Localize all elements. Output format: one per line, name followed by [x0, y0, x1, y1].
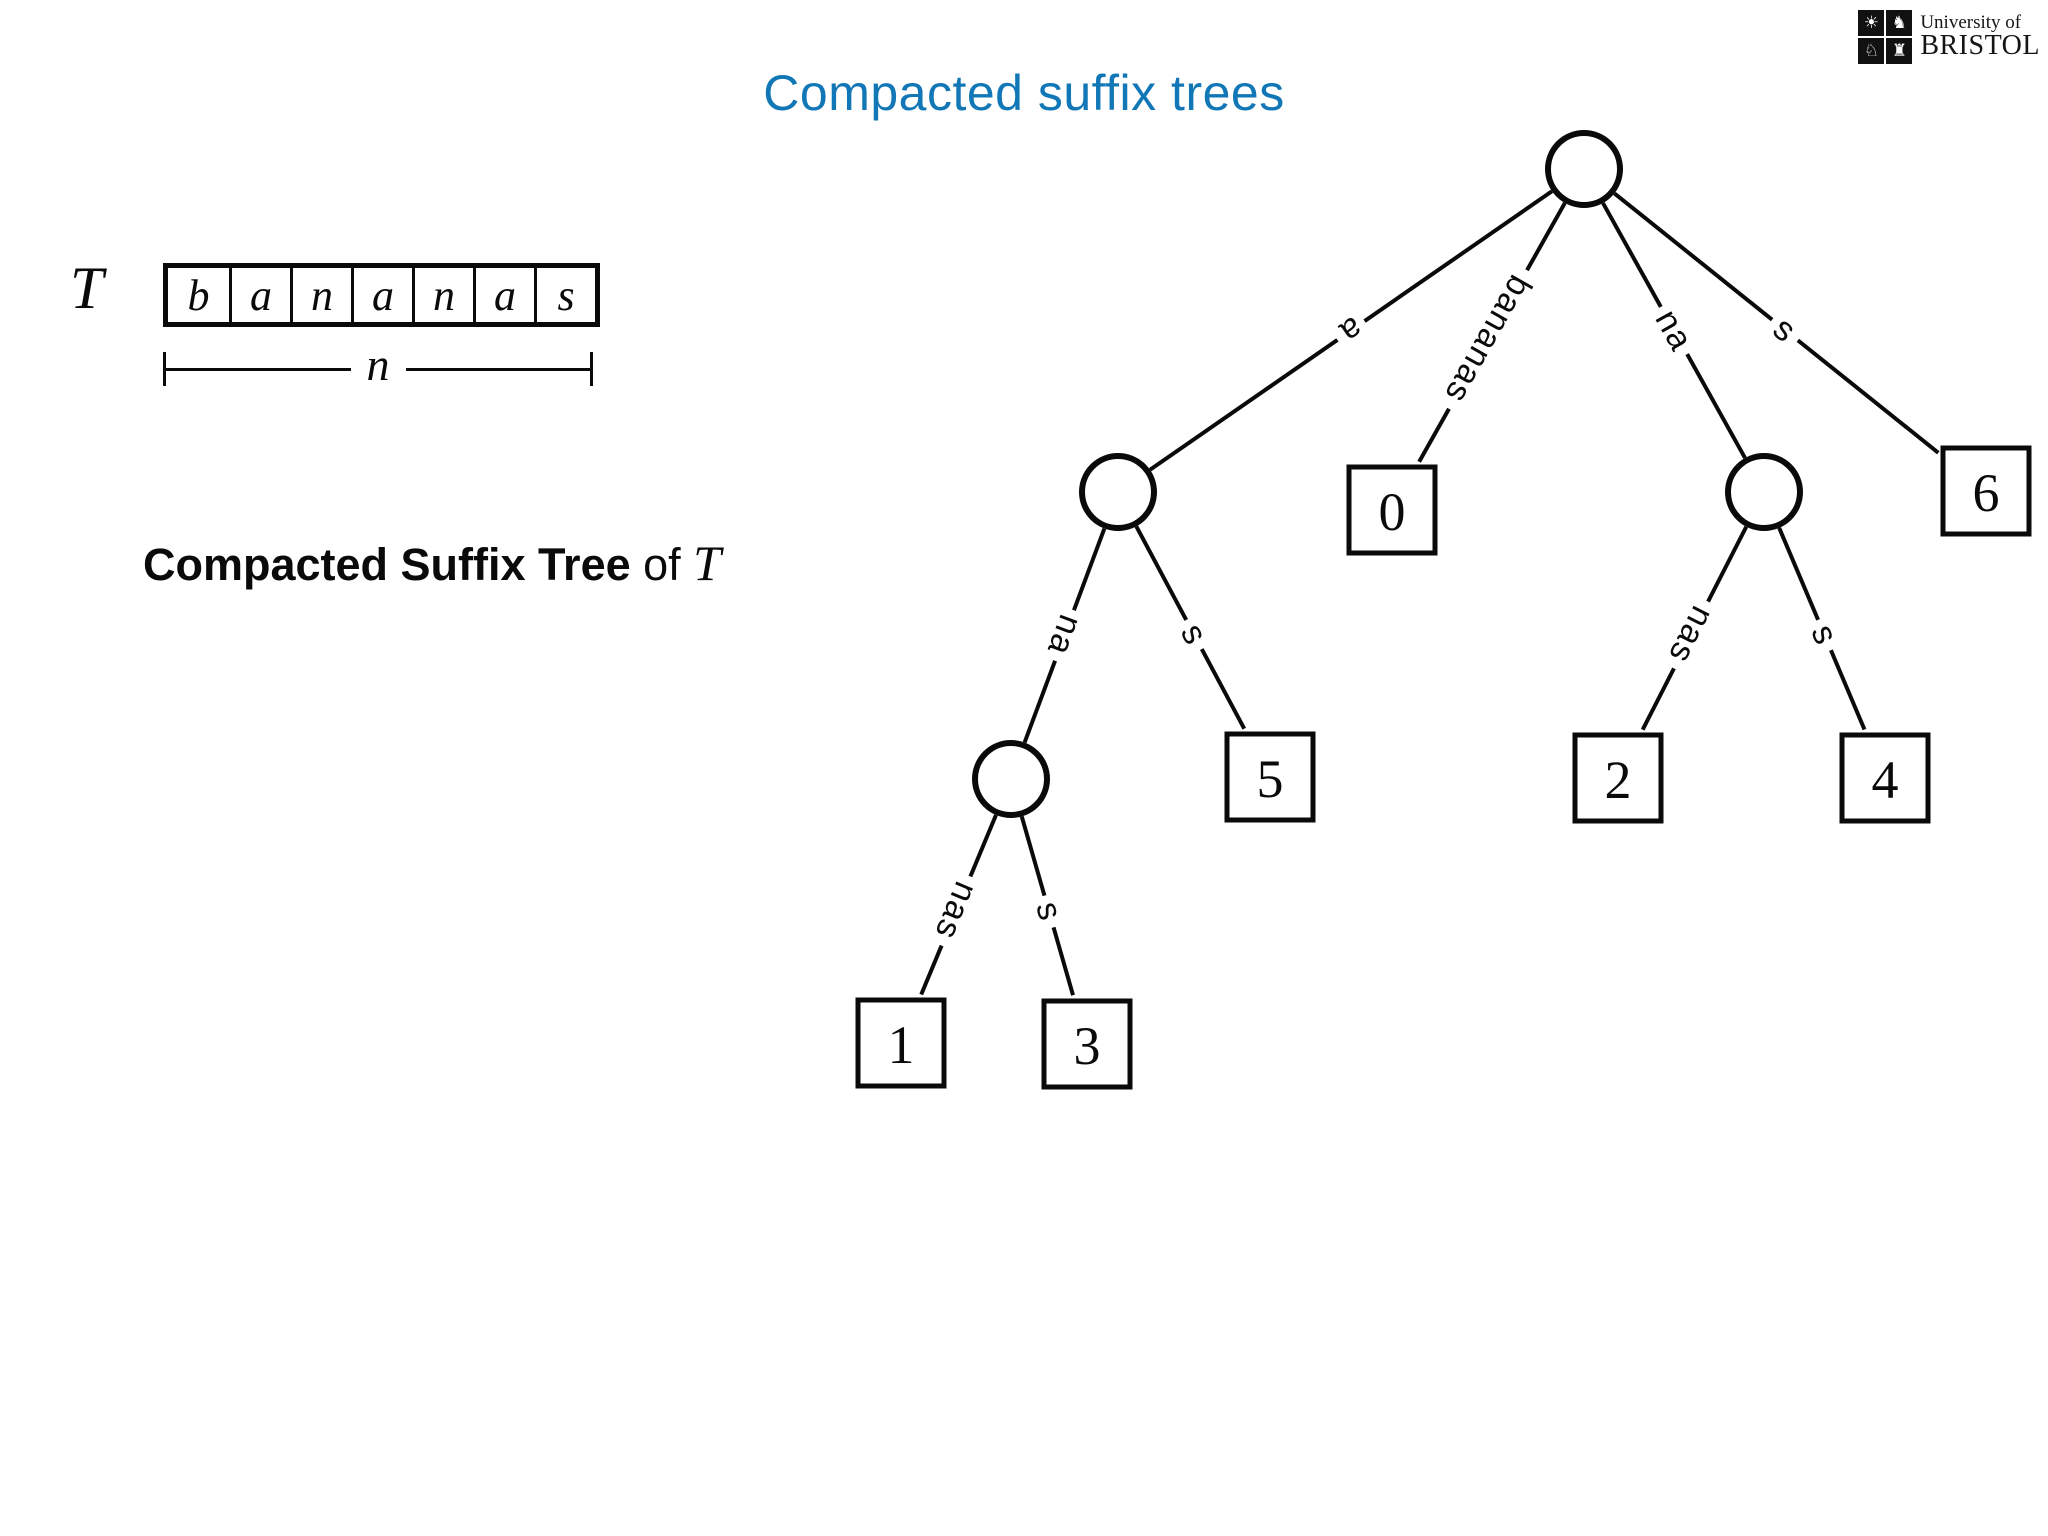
caption-bold: Compacted Suffix Tree — [143, 539, 631, 590]
edge-label-mask — [1036, 603, 1093, 668]
edge-label-group-nas: nas — [923, 868, 989, 954]
edge-label-group-na: na — [1643, 297, 1705, 364]
tree-leaf-node-1 — [855, 997, 947, 1089]
edge-label-bananas: bananas — [1437, 269, 1539, 410]
edge-label-mask — [1643, 297, 1705, 364]
crest-quadrant-icon: ♞ — [1886, 10, 1913, 36]
edge-label-mask — [1326, 304, 1376, 357]
crest-quadrant-icon: ☀ — [1858, 10, 1885, 36]
edge-label-group-s: s — [1168, 610, 1220, 659]
logo-line1: University of — [1920, 12, 2022, 34]
bracket-right-line — [405, 367, 590, 371]
string-cell-0: b — [187, 270, 210, 320]
crest-quadrant-icon: ♜ — [1886, 38, 1913, 64]
leaf-number-0: 0 — [1379, 482, 1406, 542]
leaf-number-2: 2 — [1605, 750, 1632, 810]
tree-leaf-node-6 — [1940, 445, 2032, 537]
edge-label-group-s: s — [1025, 890, 1073, 933]
length-label: n — [366, 338, 390, 390]
edge-label-group-na: na — [1036, 603, 1093, 668]
edge-label-mask — [1759, 304, 1811, 356]
tree-internal-node-ana — [972, 740, 1050, 818]
string-cell-5: a — [473, 268, 534, 322]
edge-label-group-a: a — [1326, 304, 1376, 357]
university-logo-text: University of BRISTOL — [1920, 13, 2040, 61]
edge-label-group-s: s — [1759, 304, 1811, 356]
string-cell-1: a — [229, 268, 290, 322]
bracket-left-line — [166, 367, 351, 371]
edge-label-mask — [923, 868, 989, 954]
tree-internal-node-a — [1079, 453, 1157, 531]
edge-label-mask — [1025, 890, 1073, 933]
page-title: Compacted suffix trees — [763, 65, 1285, 121]
leaf-number-4: 4 — [1872, 750, 1899, 810]
string-cell-2: n — [290, 268, 351, 322]
leaf-number-5: 5 — [1257, 749, 1284, 809]
string-variable-label: T — [70, 255, 104, 321]
string-cell-4: n — [412, 268, 473, 322]
university-of-bristol-logo: ☀♞♘♜ University of BRISTOL — [1858, 10, 2040, 64]
edge-label-mask — [1168, 610, 1220, 659]
string-cell-3: a — [351, 268, 412, 322]
tree-leaf-node-0 — [1346, 464, 1438, 556]
tree-internal-node-root — [1545, 130, 1623, 208]
university-crest-icon: ☀♞♘♜ — [1858, 10, 1913, 64]
edge-label-group-nas: nas — [1656, 592, 1726, 678]
logo-line2: BRISTOL — [1920, 30, 2040, 62]
tree-leaf-node-2 — [1572, 732, 1664, 824]
bracket-right-tick — [590, 352, 593, 386]
caption: Compacted Suffix Tree of T — [143, 534, 721, 592]
leaf-number-1: 1 — [888, 1015, 915, 1075]
tree-leaf-node-4 — [1839, 732, 1931, 824]
edge-label-mask — [1431, 260, 1545, 419]
caption-math-t: T — [693, 535, 721, 591]
caption-normal: of — [630, 539, 694, 590]
edge-label-mask — [1799, 612, 1850, 658]
tree-leaf-node-3 — [1041, 998, 1133, 1090]
leaf-number-6: 6 — [1973, 463, 2000, 523]
edge-label-group-s: s — [1799, 612, 1850, 658]
tree-internal-node-na — [1725, 453, 1803, 531]
tree-leaf-node-5 — [1224, 731, 1316, 823]
crest-quadrant-icon: ♘ — [1858, 38, 1885, 64]
edge-label-mask — [1656, 592, 1726, 678]
string-cell-6: s — [534, 268, 595, 322]
edge-label-group-bananas: bananas — [1431, 260, 1545, 419]
leaf-number-3: 3 — [1074, 1016, 1101, 1076]
bracket-left-tick — [163, 352, 166, 386]
length-bracket: n — [163, 338, 593, 390]
